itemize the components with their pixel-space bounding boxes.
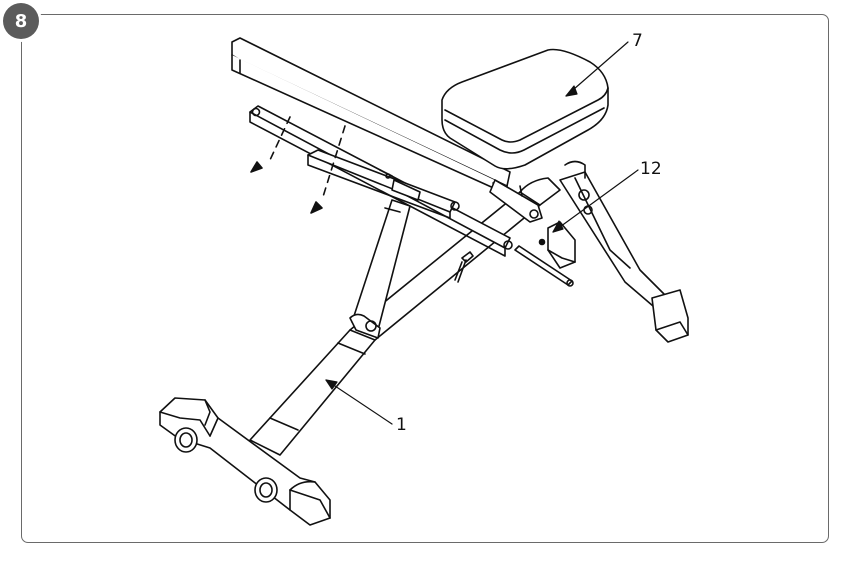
step-number: 8 <box>3 3 39 39</box>
seat-pad <box>441 48 609 170</box>
seat-rail <box>489 179 543 223</box>
pin <box>514 245 574 287</box>
callout-leaders <box>325 41 639 425</box>
front-leg <box>559 160 689 343</box>
alignment-guides <box>250 116 346 214</box>
callout-label-7: 7 <box>632 31 643 51</box>
adjustment-bar-lower <box>307 149 460 219</box>
back-pad <box>231 37 511 191</box>
step-badge: 8 <box>0 0 42 42</box>
wheel-right <box>254 477 278 503</box>
bolt <box>454 251 474 283</box>
callout-label-1: 1 <box>396 415 407 435</box>
wheel-left <box>174 427 198 453</box>
callout-label-12: 12 <box>640 159 662 179</box>
